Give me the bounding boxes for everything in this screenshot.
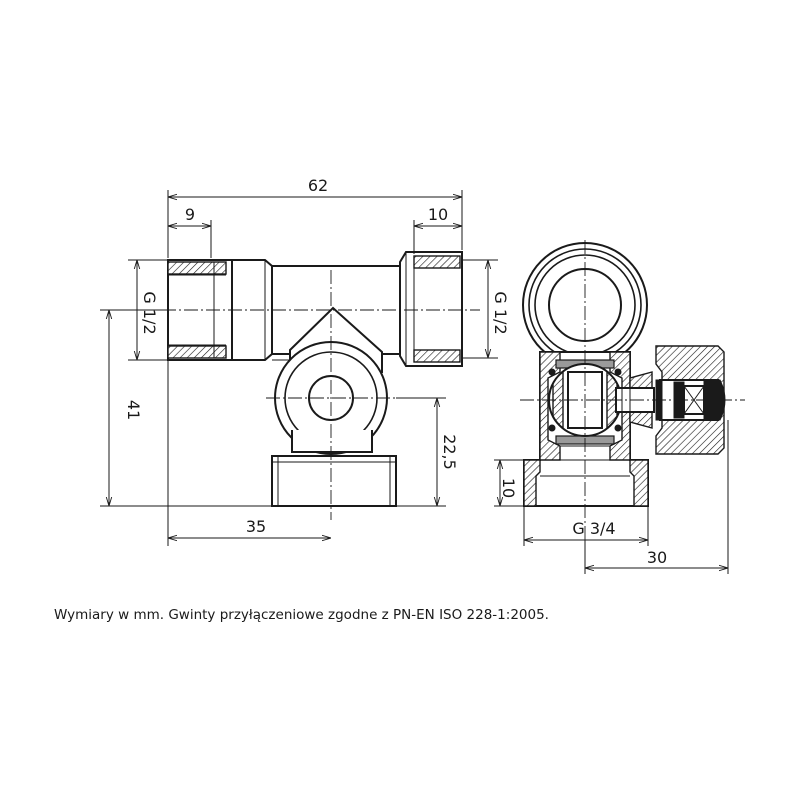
dim-10-side: 10 [499,478,518,498]
dim-41: 41 [124,400,143,420]
dim-30: 30 [647,548,667,567]
dim-9: 9 [185,205,195,224]
bottom-nut [271,455,397,507]
dim-35: 35 [246,517,266,536]
side-dimensions [494,420,729,574]
dim-62: 62 [308,176,328,195]
dim-10-top: 10 [428,205,448,224]
dim-22-5: 22,5 [440,434,459,470]
front-view [140,251,480,520]
dim-g12-right: G 1/2 [491,291,510,334]
footnote: Wymiary w mm. Gwinty przyłączeniowe zgod… [54,607,549,623]
front-dimensions [100,190,498,546]
dim-g34: G 3/4 [572,519,615,538]
dim-g12-left: G 1/2 [140,291,159,334]
side-view [520,240,745,540]
